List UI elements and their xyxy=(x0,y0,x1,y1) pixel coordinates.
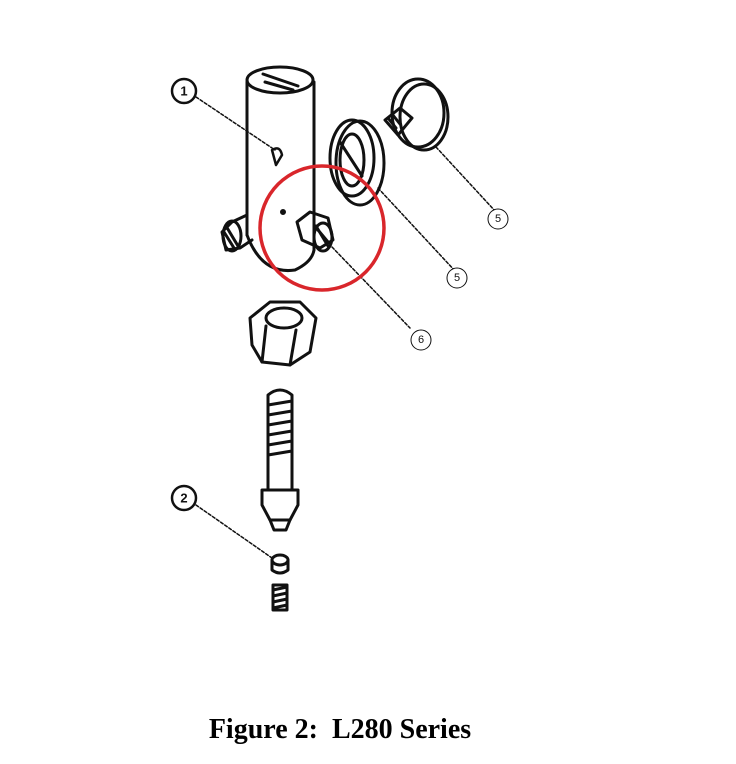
callout-1: 1 xyxy=(170,77,198,105)
valve-body xyxy=(245,65,316,273)
hex-nut xyxy=(248,300,318,367)
callout-5a: 5 xyxy=(487,208,509,230)
highlight-circle xyxy=(258,164,386,292)
right-fitting xyxy=(295,210,335,253)
set-screw xyxy=(271,583,289,612)
valve-stem xyxy=(260,388,300,532)
left-fitting xyxy=(220,213,254,253)
callout-2: 2 xyxy=(170,484,198,512)
leader-lines xyxy=(195,96,497,559)
svg-text:2: 2 xyxy=(180,491,187,506)
svg-text:5: 5 xyxy=(495,213,501,225)
figure-caption: Figure 2: L280 Series xyxy=(208,714,472,745)
svg-text:6: 6 xyxy=(418,334,424,346)
svg-text:1: 1 xyxy=(180,84,187,99)
cap-with-stud xyxy=(383,77,450,152)
callout-5b: 5 xyxy=(446,267,468,289)
sight-glass-ring xyxy=(328,118,386,207)
svg-text:5: 5 xyxy=(454,272,460,284)
callout-6: 6 xyxy=(410,329,432,351)
seat-washer xyxy=(270,553,290,575)
